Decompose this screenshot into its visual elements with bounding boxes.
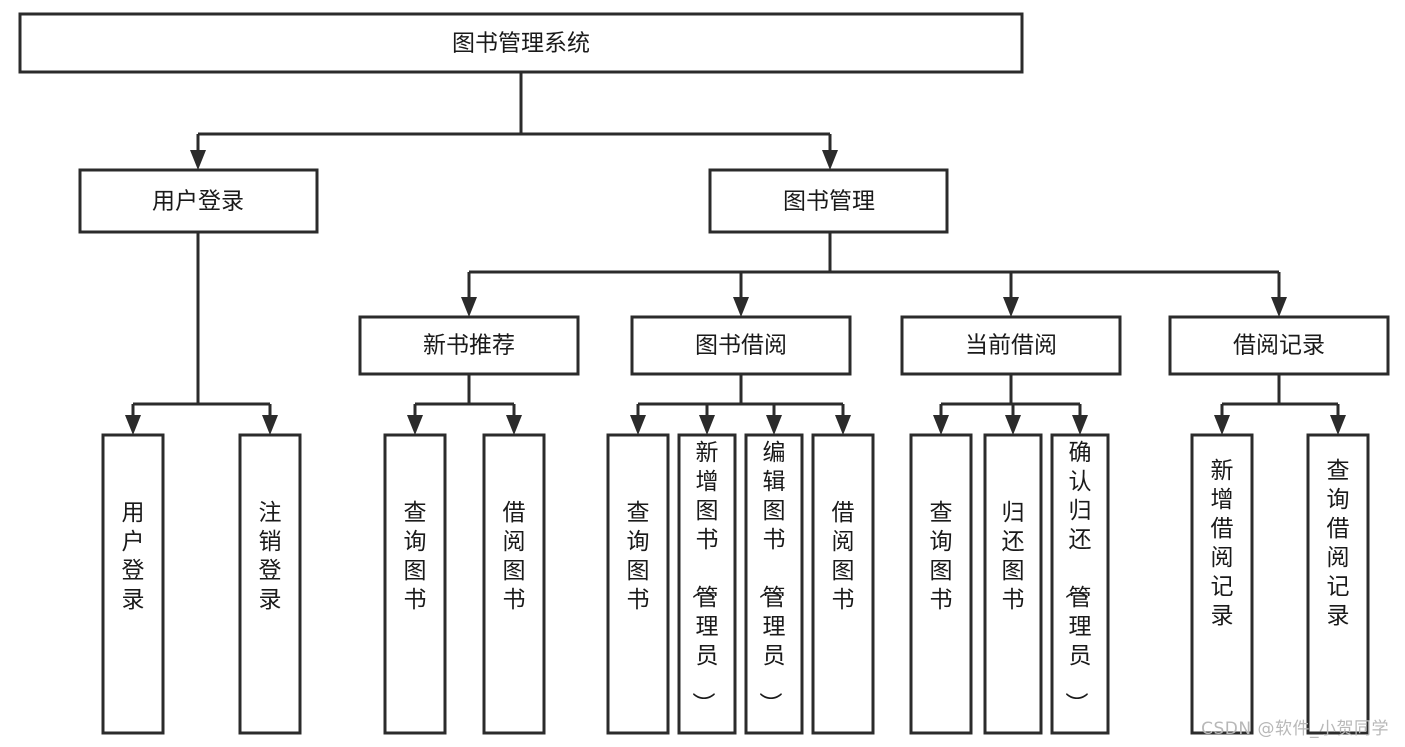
node-book-borrow-box[interactable] — [630, 315, 852, 376]
node-new-book-rec-label: 新书推荐 — [423, 333, 515, 359]
connector-group-root — [190, 72, 838, 170]
arrow-to-leaf-query-book-2 — [630, 415, 646, 435]
node-leaf-user-login[interactable]: 用户登录 — [101, 433, 165, 735]
node-leaf-return-book-box[interactable] — [983, 433, 1043, 735]
node-book-manage-label: 图书管理 — [783, 189, 875, 215]
node-leaf-confirm-return[interactable]: 确认归还（管理员） — [1050, 433, 1110, 735]
node-book-borrow[interactable]: 图书借阅 — [630, 315, 852, 376]
arrow-to-leaf-user-logout — [262, 415, 278, 435]
node-leaf-query-book-2[interactable]: 查询图书 — [606, 433, 670, 735]
arrow-to-leaf-borrow-book-2 — [835, 415, 851, 435]
node-leaf-return-book[interactable]: 归还图书 — [983, 433, 1043, 735]
node-leaf-add-record-label: 新增借阅记录 — [1211, 458, 1234, 629]
arrow-to-leaf-query-book-1 — [407, 415, 423, 435]
node-root-label: 图书管理系统 — [452, 31, 590, 57]
arrow-to-leaf-query-book-3 — [933, 415, 949, 435]
node-leaf-add-record-box[interactable] — [1190, 433, 1254, 735]
arrow-to-leaf-query-record — [1330, 415, 1346, 435]
node-leaf-query-book-3-label: 查询图书 — [930, 500, 953, 613]
node-leaf-query-record[interactable]: 查询借阅记录 — [1306, 433, 1370, 735]
arrow-to-leaf-edit-book — [766, 415, 782, 435]
node-new-book-rec[interactable]: 新书推荐 — [358, 315, 580, 376]
node-leaf-return-book-label: 归还图书 — [1002, 500, 1025, 613]
arrow-root-to-user-login — [190, 150, 206, 170]
arrow-to-current-borrow — [1003, 297, 1019, 317]
node-leaf-user-login-box[interactable] — [101, 433, 165, 735]
node-borrow-record-label: 借阅记录 — [1233, 333, 1325, 359]
node-leaf-query-record-box[interactable] — [1306, 433, 1370, 735]
connector-group-borrow-record — [1214, 374, 1346, 435]
node-leaf-query-record-label: 查询借阅记录 — [1327, 458, 1350, 629]
arrow-to-leaf-confirm-return — [1072, 415, 1088, 435]
connector-group-book-manage — [461, 232, 1287, 317]
node-borrow-record[interactable]: 借阅记录 — [1168, 315, 1390, 376]
node-new-book-rec-box[interactable] — [358, 315, 580, 376]
node-leaf-query-book-2-label: 查询图书 — [627, 500, 650, 613]
node-leaf-edit-book-label: 编辑图书（管理员） — [757, 440, 786, 715]
node-current-borrow-label: 当前借阅 — [965, 333, 1057, 359]
arrow-to-leaf-add-record — [1214, 415, 1230, 435]
arrow-to-borrow-record — [1271, 297, 1287, 317]
node-leaf-query-book-1-box[interactable] — [383, 433, 447, 735]
node-user-login-box[interactable] — [78, 168, 319, 234]
node-leaf-add-record[interactable]: 新增借阅记录 — [1190, 433, 1254, 735]
node-borrow-record-box[interactable] — [1168, 315, 1390, 376]
node-leaf-borrow-book-1-box[interactable] — [482, 433, 546, 735]
node-leaf-add-book[interactable]: 新增图书（管理员） — [677, 433, 737, 735]
node-leaf-query-book-2-box[interactable] — [606, 433, 670, 735]
node-leaf-borrow-book-2-label: 借阅图书 — [832, 500, 855, 613]
node-leaf-borrow-book-1-label: 借阅图书 — [503, 500, 526, 613]
connector-group-user-login — [125, 232, 278, 435]
node-book-manage-box[interactable] — [708, 168, 949, 234]
arrow-to-leaf-borrow-book-1 — [506, 415, 522, 435]
connector-group-book-borrow — [630, 374, 851, 435]
node-leaf-user-login-label: 用户登录 — [122, 500, 145, 613]
node-leaf-borrow-book-2[interactable]: 借阅图书 — [811, 433, 875, 735]
node-book-manage[interactable]: 图书管理 — [708, 168, 949, 234]
node-user-login-label: 用户登录 — [152, 189, 244, 215]
arrow-to-leaf-return-book — [1005, 415, 1021, 435]
arrow-to-book-borrow — [733, 297, 749, 317]
node-leaf-user-logout[interactable]: 注销登录 — [238, 433, 302, 735]
connector-group-new-book-rec — [407, 374, 522, 435]
node-current-borrow[interactable]: 当前借阅 — [900, 315, 1122, 376]
node-leaf-add-book-label: 新增图书（管理员） — [690, 440, 719, 715]
arrow-to-new-book-rec — [461, 297, 477, 317]
node-leaf-query-book-1-label: 查询图书 — [404, 500, 427, 613]
node-leaf-add-book-box[interactable] — [677, 433, 737, 735]
arrow-to-leaf-add-book — [699, 415, 715, 435]
node-leaf-borrow-book-2-box[interactable] — [811, 433, 875, 735]
node-leaf-edit-book[interactable]: 编辑图书（管理员） — [744, 433, 804, 735]
node-leaf-query-book-1[interactable]: 查询图书 — [383, 433, 447, 735]
node-leaf-edit-book-box[interactable] — [744, 433, 804, 735]
node-leaf-user-logout-label: 注销登录 — [259, 500, 282, 613]
connector-group-current-borrow — [933, 374, 1088, 435]
node-leaf-query-book-3-box[interactable] — [909, 433, 973, 735]
node-leaf-confirm-return-box[interactable] — [1050, 433, 1110, 735]
node-leaf-confirm-return-label: 确认归还（管理员） — [1063, 440, 1092, 715]
node-book-borrow-label: 图书借阅 — [695, 333, 787, 359]
node-leaf-borrow-book-1[interactable]: 借阅图书 — [482, 433, 546, 735]
node-user-login[interactable]: 用户登录 — [78, 168, 319, 234]
arrow-root-to-book-manage — [822, 150, 838, 170]
node-current-borrow-box[interactable] — [900, 315, 1122, 376]
node-leaf-query-book-3[interactable]: 查询图书 — [909, 433, 973, 735]
node-leaf-user-logout-box[interactable] — [238, 433, 302, 735]
arrow-to-leaf-user-login — [125, 415, 141, 435]
node-root[interactable]: 图书管理系统 — [18, 12, 1024, 74]
node-root-box[interactable] — [18, 12, 1024, 74]
